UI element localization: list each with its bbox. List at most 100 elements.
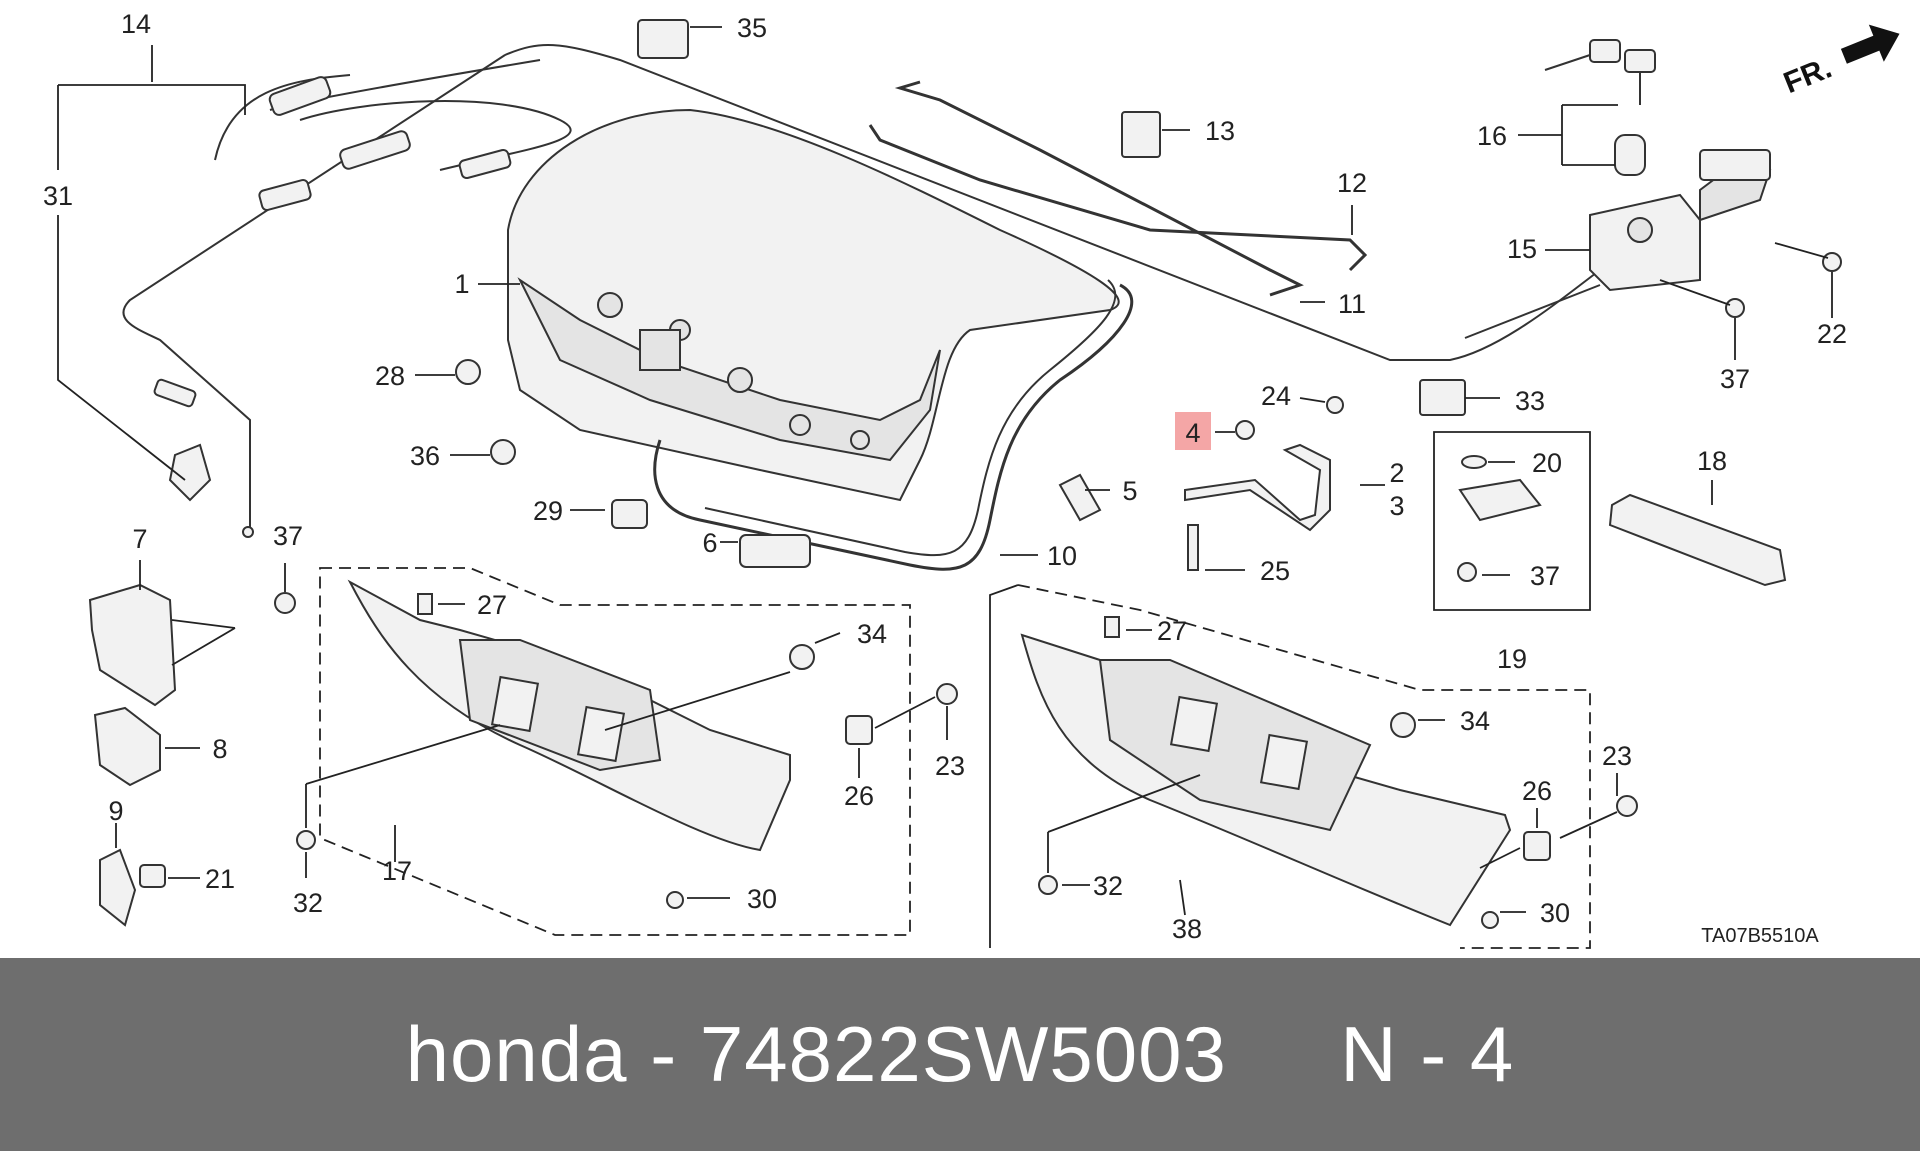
label-6: 6	[702, 528, 717, 558]
clip-13	[1121, 111, 1161, 158]
bolt-25	[1187, 524, 1199, 571]
label-32-left: 32	[293, 888, 323, 918]
bolt-32-left	[296, 830, 316, 850]
label-27-right: 27	[1157, 616, 1187, 646]
label-19: 19	[1497, 644, 1527, 674]
box-38	[1017, 584, 1591, 949]
label-26-left: 26	[844, 781, 874, 811]
release-handle-part	[168, 443, 212, 502]
part-number-footer: honda - 74822SW5003 N - 4	[0, 958, 1920, 1151]
clip-27-right	[1104, 616, 1120, 638]
label-2: 2	[1389, 458, 1404, 488]
bolt-32-right	[1038, 875, 1058, 895]
bolt-22	[1822, 252, 1842, 272]
label-14: 14	[121, 9, 151, 39]
cable-connector-e	[153, 378, 197, 408]
label-35: 35	[737, 13, 767, 43]
support-rod-11	[894, 80, 1304, 297]
clip-26-left	[845, 715, 873, 745]
label-27-left: 27	[477, 590, 507, 620]
cable-connector-a	[268, 76, 332, 116]
label-33: 33	[1515, 386, 1545, 416]
label-5: 5	[1122, 476, 1137, 506]
bolt-37-left	[274, 592, 296, 614]
label-20: 20	[1532, 448, 1562, 478]
footer-part-number-text: honda - 74822SW5003 N - 4	[405, 1010, 1515, 1098]
switch-part	[1458, 478, 1542, 522]
clip-26-right	[1523, 831, 1551, 861]
washer-20	[1461, 455, 1487, 469]
highlight-4	[1175, 412, 1211, 450]
label-37-box: 37	[1530, 561, 1560, 591]
clip-33	[1419, 379, 1466, 416]
support-rod-12	[868, 124, 1368, 272]
clip-9	[99, 848, 137, 927]
nut-28	[455, 359, 481, 385]
label-34-right: 34	[1460, 706, 1490, 736]
label-30-right: 30	[1540, 898, 1570, 928]
label-37-left: 37	[273, 521, 303, 551]
grommet-29	[611, 499, 648, 529]
label-28: 28	[375, 361, 405, 391]
label-3: 3	[1389, 491, 1404, 521]
label-11: 11	[1338, 289, 1366, 319]
label-12: 12	[1337, 168, 1367, 198]
label-25: 25	[1260, 556, 1290, 586]
label-34-left: 34	[857, 619, 887, 649]
label-4: 4	[1185, 418, 1200, 448]
label-31: 31	[43, 181, 73, 211]
label-7: 7	[132, 524, 147, 554]
label-30-left: 30	[747, 884, 777, 914]
bolt-36	[490, 439, 516, 465]
box-19	[1433, 431, 1591, 611]
cable-connector-b	[339, 130, 411, 170]
label-22: 22	[1817, 319, 1847, 349]
label-10: 10	[1047, 541, 1077, 571]
label-36: 36	[410, 441, 440, 471]
svg-text:FR.: FR.	[1779, 51, 1836, 100]
actuator-7	[88, 583, 177, 707]
bracket-8	[93, 706, 161, 787]
label-29: 29	[533, 496, 563, 526]
label-16: 16	[1477, 121, 1507, 151]
cable-connector-d	[258, 178, 312, 212]
license-light-18	[1608, 493, 1787, 587]
label-8: 8	[212, 734, 227, 764]
bolt-30-left	[666, 891, 684, 909]
label-23-right: 23	[1602, 741, 1632, 771]
stopper-5	[1058, 473, 1102, 522]
label-15: 15	[1507, 234, 1537, 264]
cable-connector-c	[458, 148, 512, 180]
grommet-34-right	[1390, 712, 1416, 738]
label-1: 1	[454, 269, 469, 299]
label-17: 17	[382, 856, 412, 886]
trunk-latch-15	[1589, 149, 1772, 292]
label-23-left: 23	[935, 751, 965, 781]
bolt-37-top	[1725, 298, 1745, 318]
key-set-16	[1544, 39, 1656, 176]
grommet-4	[1235, 420, 1255, 440]
hinge-2-3	[1184, 443, 1331, 532]
clip-27-left	[417, 593, 433, 615]
label-21: 21	[205, 864, 235, 894]
bolt-37-box	[1457, 562, 1477, 582]
box-17	[319, 567, 911, 936]
bolt-23-right	[1616, 795, 1638, 817]
cable-end	[242, 526, 254, 538]
label-24: 24	[1261, 381, 1291, 411]
label-18: 18	[1697, 446, 1727, 476]
front-direction-marker: FR.	[1779, 24, 1900, 100]
pad-35	[637, 19, 689, 59]
label-9: 9	[108, 796, 123, 826]
bolt-24	[1326, 396, 1344, 414]
bolt-23-left	[936, 683, 958, 705]
weatherstrip	[653, 283, 1134, 571]
grommet-34-left	[789, 644, 815, 670]
label-37-top: 37	[1720, 364, 1750, 394]
label-26-right: 26	[1522, 776, 1552, 806]
diagram-code: TA07B5510A	[1701, 925, 1819, 947]
label-13: 13	[1205, 116, 1235, 146]
label-32-right: 32	[1093, 871, 1123, 901]
screw-21	[139, 864, 166, 888]
